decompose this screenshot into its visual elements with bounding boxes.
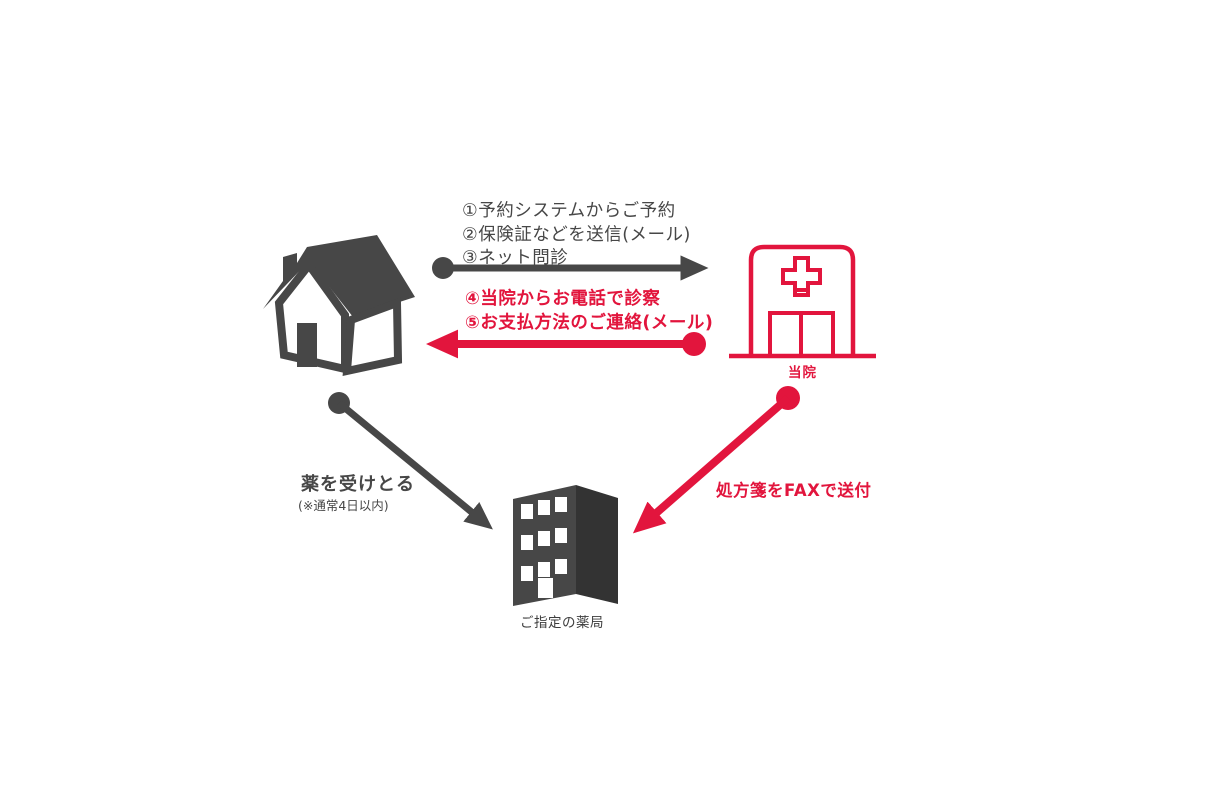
receive-medicine-label: 薬を受けとる [301,474,415,495]
step-1: ①予約システムからご予約 [462,201,676,221]
receive-medicine-note: (※通常4日以内) [298,498,389,513]
arrow-home-to-clinic [432,255,709,281]
clinic-icon [729,244,876,359]
step-5: ⑤お支払方法のご連絡(メール) [465,312,714,333]
arrow-clinic-to-home [426,329,706,359]
steps-clinic-to-home: ④当院からお電話で診察 ⑤お支払方法のご連絡(メール) [465,288,713,335]
step-4: ④当院からお電話で診察 [465,289,661,309]
step-2: ②保険証などを送信(メール) [462,224,691,245]
medical-cross-icon [781,256,822,297]
pharmacy-node-label: ご指定の薬局 [520,615,604,631]
arrow-home-to-pharmacy [328,392,493,530]
clinic-node-label: 当院 [788,365,817,381]
home-icon [263,235,415,377]
step-3: ③ネット問診 [462,248,569,268]
steps-home-to-clinic: ①予約システムからご予約 ②保険証などを送信(メール) ③ネット問診 [462,200,691,271]
pharmacy-icon [513,485,618,606]
fax-prescription-label: 処方箋をFAXで送付 [716,481,872,500]
arrow-clinic-to-pharmacy [632,386,800,534]
